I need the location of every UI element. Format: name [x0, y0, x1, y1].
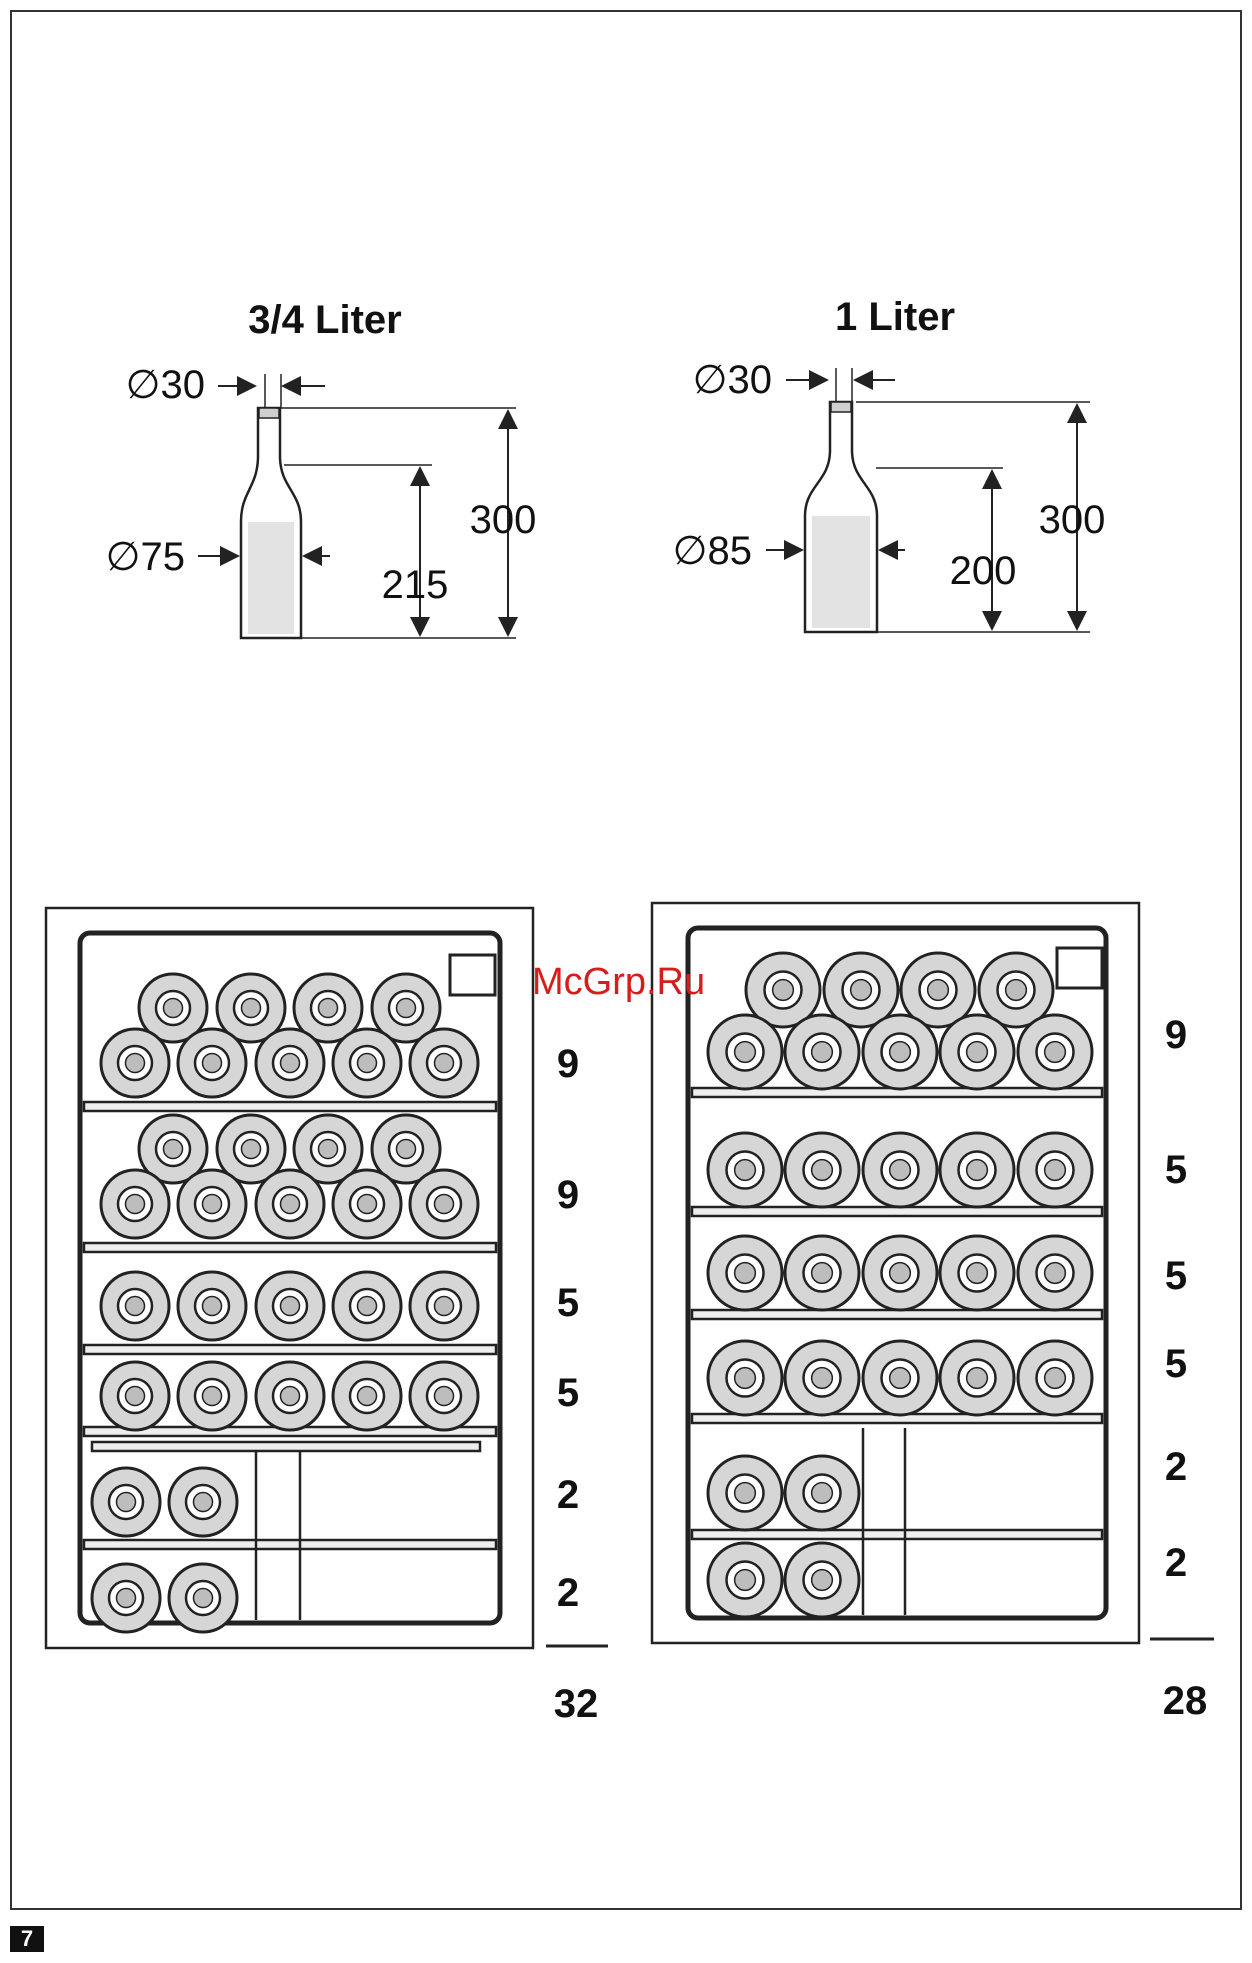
bottle-end [785, 1133, 859, 1207]
total-count: 28 [1163, 1679, 1208, 1723]
bottle-end [410, 1170, 478, 1238]
bottle-end [92, 1564, 160, 1632]
wine-cabinet-layout-32: 9 9 5 5 2 2 32 [46, 908, 608, 1726]
bottle-end [178, 1029, 246, 1097]
bottle-title: 1 Liter [835, 295, 955, 339]
bottle-end [178, 1362, 246, 1430]
bottle-end [101, 1362, 169, 1430]
bottle-end [333, 1272, 401, 1340]
bottle-end [708, 1236, 782, 1310]
shelf-count: 9 [1165, 1013, 1187, 1057]
page-number: 7 [10, 1926, 44, 1952]
shelf-count: 2 [557, 1473, 579, 1517]
control-panel [1057, 948, 1102, 988]
shelf-count: 2 [1165, 1541, 1187, 1585]
total-count: 32 [554, 1682, 599, 1726]
bottle-end [101, 1170, 169, 1238]
bottle-end [333, 1029, 401, 1097]
bottle-title: 3/4 Liter [248, 298, 401, 342]
shelf-count: 2 [1165, 1445, 1187, 1489]
shelf-count: 5 [557, 1281, 579, 1325]
bottle-end [708, 1015, 782, 1089]
shelf [84, 1540, 496, 1549]
bottle-label-area [248, 522, 294, 634]
bottle-end [863, 1341, 937, 1415]
shelf-count: 5 [1165, 1254, 1187, 1298]
bottle-end [708, 1341, 782, 1415]
bottle-label-area [812, 516, 870, 628]
bottle-end [940, 1133, 1014, 1207]
bottle-end [333, 1362, 401, 1430]
bottle-end [410, 1362, 478, 1430]
bottle-end [1018, 1341, 1092, 1415]
bottle-end [708, 1543, 782, 1617]
bottle-end [785, 1236, 859, 1310]
shoulder-height-label: 215 [382, 563, 449, 607]
bottle-end [256, 1170, 324, 1238]
neck-diameter-label: ∅30 [126, 363, 205, 407]
bottle-end [410, 1272, 478, 1340]
shelf-count: 5 [1165, 1342, 1187, 1386]
shelf-count: 5 [1165, 1148, 1187, 1192]
bottle-end [708, 1133, 782, 1207]
bottle-end [1018, 1133, 1092, 1207]
shelf-count: 9 [557, 1173, 579, 1217]
bottle-diagram-1-liter: 1 Liter ∅30 ∅85 200 300 [673, 295, 1106, 632]
control-panel [450, 955, 495, 995]
bottle-end [178, 1170, 246, 1238]
bottle-end [940, 1015, 1014, 1089]
shelf-count: 2 [557, 1571, 579, 1615]
bottle-diagram-3-4-liter: 3/4 Liter ∅30 ∅75 215 300 [106, 298, 537, 638]
shelf [692, 1530, 1102, 1539]
body-diameter-label: ∅75 [106, 535, 185, 579]
bottle-end [785, 1015, 859, 1089]
bottle-end [863, 1133, 937, 1207]
bottle-end [410, 1029, 478, 1097]
wine-cabinet-layout-28: 9 5 5 5 2 2 28 [652, 903, 1214, 1723]
bottle-end [256, 1362, 324, 1430]
shelf [92, 1442, 480, 1451]
bottle-end [256, 1029, 324, 1097]
bottle-cap [831, 402, 851, 412]
bottle-end [940, 1236, 1014, 1310]
bottle-end [101, 1272, 169, 1340]
shelf [84, 1102, 496, 1111]
bottle-end [256, 1272, 324, 1340]
total-height-label: 300 [1039, 498, 1106, 542]
body-diameter-label: ∅85 [673, 529, 752, 573]
bottle-cap [259, 408, 279, 418]
bottle-end [178, 1272, 246, 1340]
shelf [84, 1243, 496, 1252]
bottle-end [785, 1543, 859, 1617]
total-height-label: 300 [470, 498, 537, 542]
bottle-end [863, 1236, 937, 1310]
bottle-end [785, 1341, 859, 1415]
bottle-end [863, 1015, 937, 1089]
neck-diameter-label: ∅30 [693, 358, 772, 402]
bottle-end [1018, 1015, 1092, 1089]
shelf-count: 5 [557, 1371, 579, 1415]
shelf [84, 1345, 496, 1354]
bottle-end [333, 1170, 401, 1238]
bottle-end [169, 1564, 237, 1632]
bottle-end [785, 1456, 859, 1530]
bottle-end [169, 1468, 237, 1536]
bottle-end [101, 1029, 169, 1097]
bottle-end [940, 1341, 1014, 1415]
bottle-end [92, 1468, 160, 1536]
shoulder-height-label: 200 [950, 549, 1017, 593]
shelf-count: 9 [557, 1042, 579, 1086]
bottle-end [1018, 1236, 1092, 1310]
bottle-end [708, 1456, 782, 1530]
watermark: McGrp.Ru [532, 961, 705, 1003]
